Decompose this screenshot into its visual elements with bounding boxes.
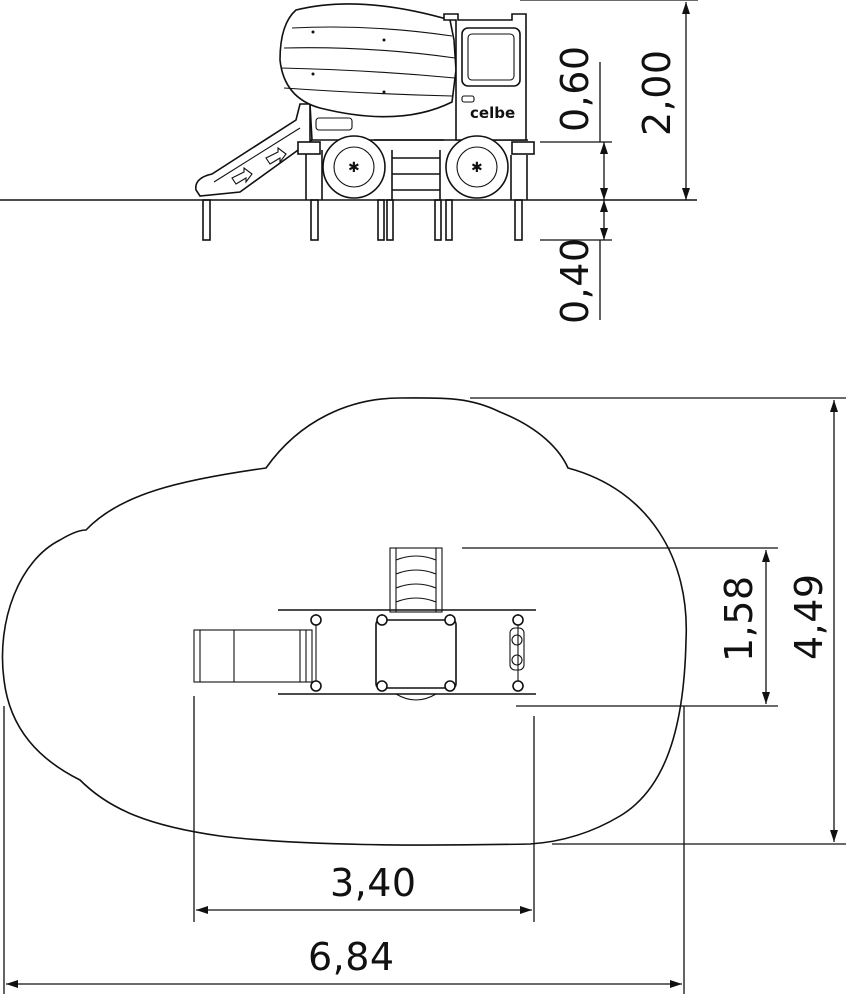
slide <box>195 103 313 197</box>
foundation-posts <box>202 199 523 241</box>
dimension-depth: 1,58 <box>717 575 761 662</box>
dimension-platform-height: 0,60 <box>553 45 597 132</box>
safety-area-outline <box>1 397 688 846</box>
plan-view: 1,58 4,49 3,40 6,84 <box>1 397 846 994</box>
rear-wheel: ✱ <box>322 135 386 199</box>
dimension-foundation-depth: 0,40 <box>553 237 597 324</box>
dimension-area-depth: 4,49 <box>787 573 831 660</box>
side-view: celbe ✱ ✱ <box>0 0 698 324</box>
plan-dimension-lines <box>3 397 846 994</box>
truck-cab: celbe <box>443 13 527 141</box>
side-dimension-lines <box>520 0 698 320</box>
dimension-area-width: 6,84 <box>308 935 395 979</box>
support-posts <box>305 150 528 200</box>
ladder <box>391 150 441 200</box>
svg-text:✱: ✱ <box>471 160 483 176</box>
brand-logo: celbe <box>470 104 515 122</box>
front-wheel: ✱ <box>445 135 509 199</box>
truck-chassis <box>297 104 535 155</box>
svg-text:✱: ✱ <box>348 160 360 176</box>
plan-steps <box>389 547 443 613</box>
dimension-total-height: 2,00 <box>635 49 679 136</box>
plan-slide <box>193 629 313 683</box>
dimension-width: 3,40 <box>330 861 417 905</box>
mixer-drum <box>279 3 457 118</box>
plan-structure <box>278 609 536 701</box>
